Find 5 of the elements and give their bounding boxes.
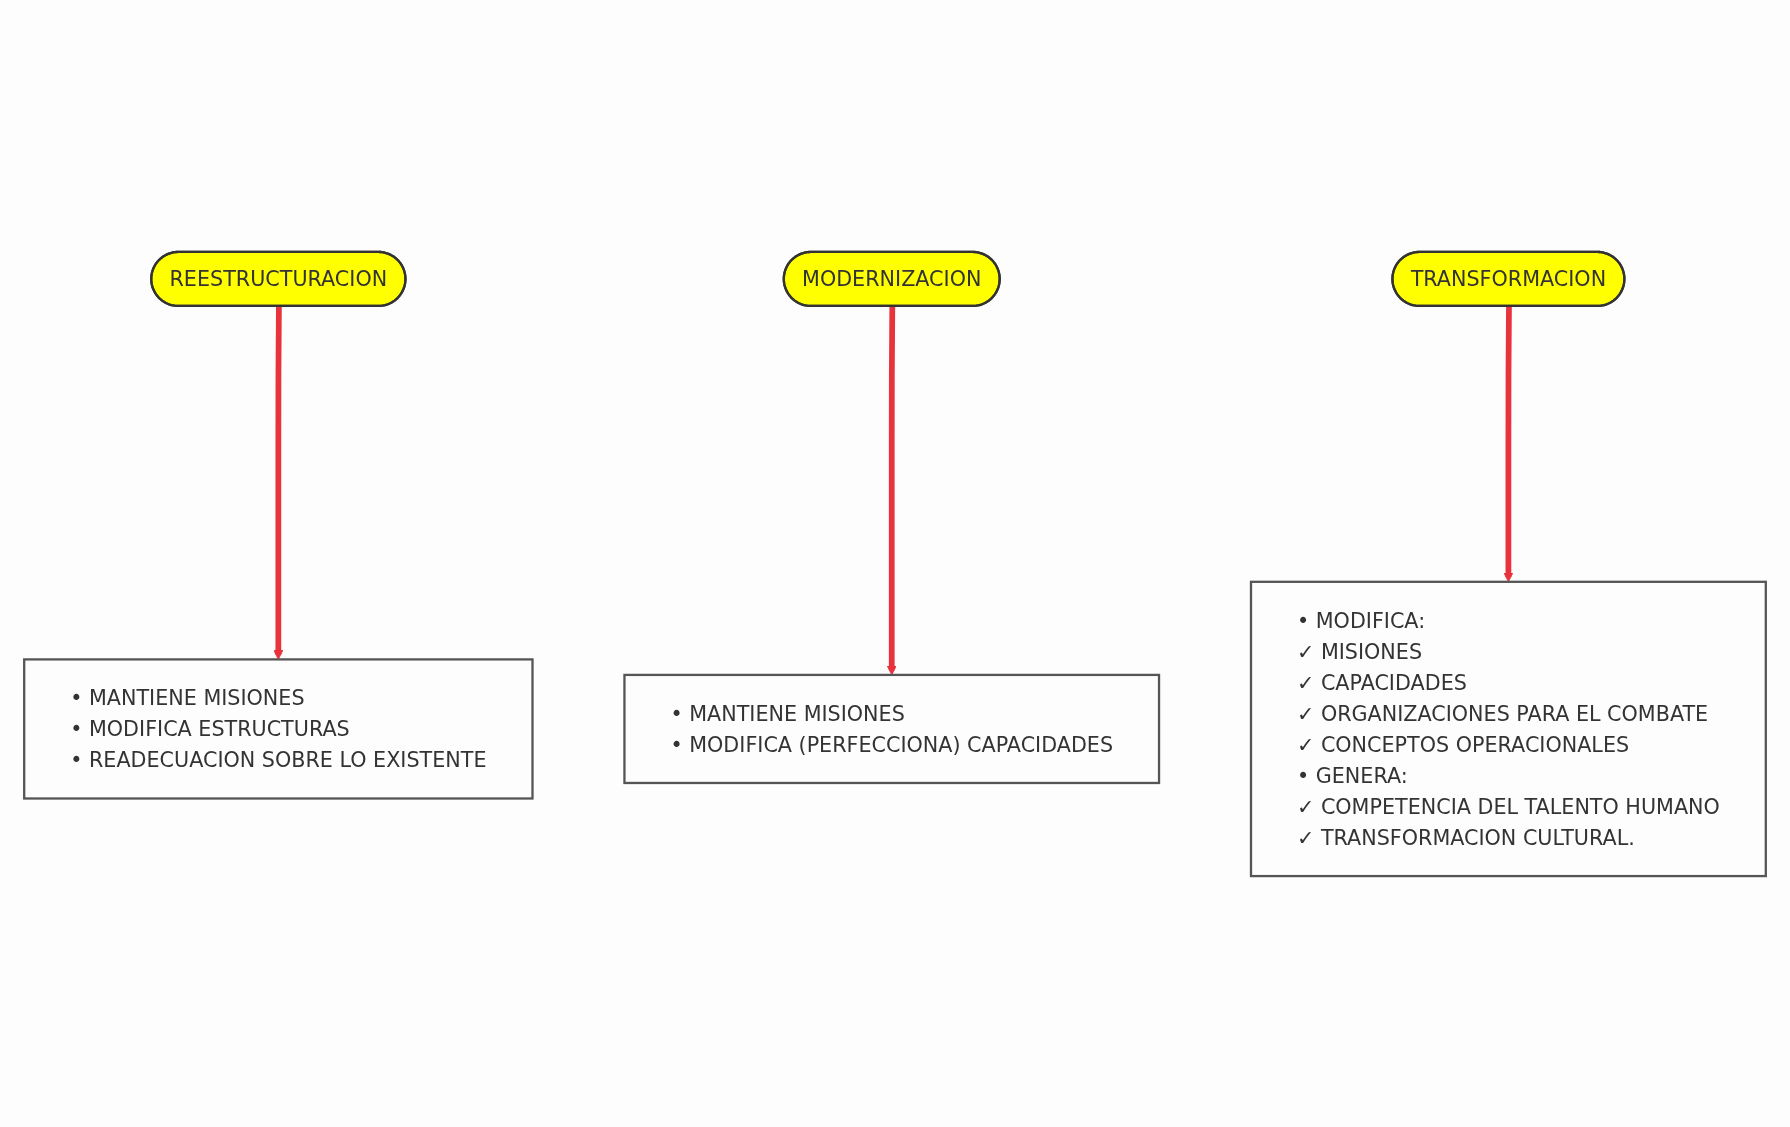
node-box: • MODIFICA: ✓ MISIONES ✓ CAPACIDADES ✓ ORGANIZACIONES PARA EL COMBATE ✓ CONCEPTOS OPERACIONALES • GENERA: ✓ COMPETENCIA DEL TALENTO HUMANO ✓ TRANSFORMACION CULTURAL. [1249, 580, 1767, 877]
node-box: • MANTIENE MISIONES • MODIFICA ESTRUCTURAS • READECUACION SOBRE LO EXISTENTE [23, 657, 534, 800]
arrow [1503, 306, 1514, 582]
node-box: • MANTIENE MISIONES • MODIFICA (PERFECCIONA) CAPACIDADES [623, 673, 1161, 784]
arrow [886, 306, 897, 675]
